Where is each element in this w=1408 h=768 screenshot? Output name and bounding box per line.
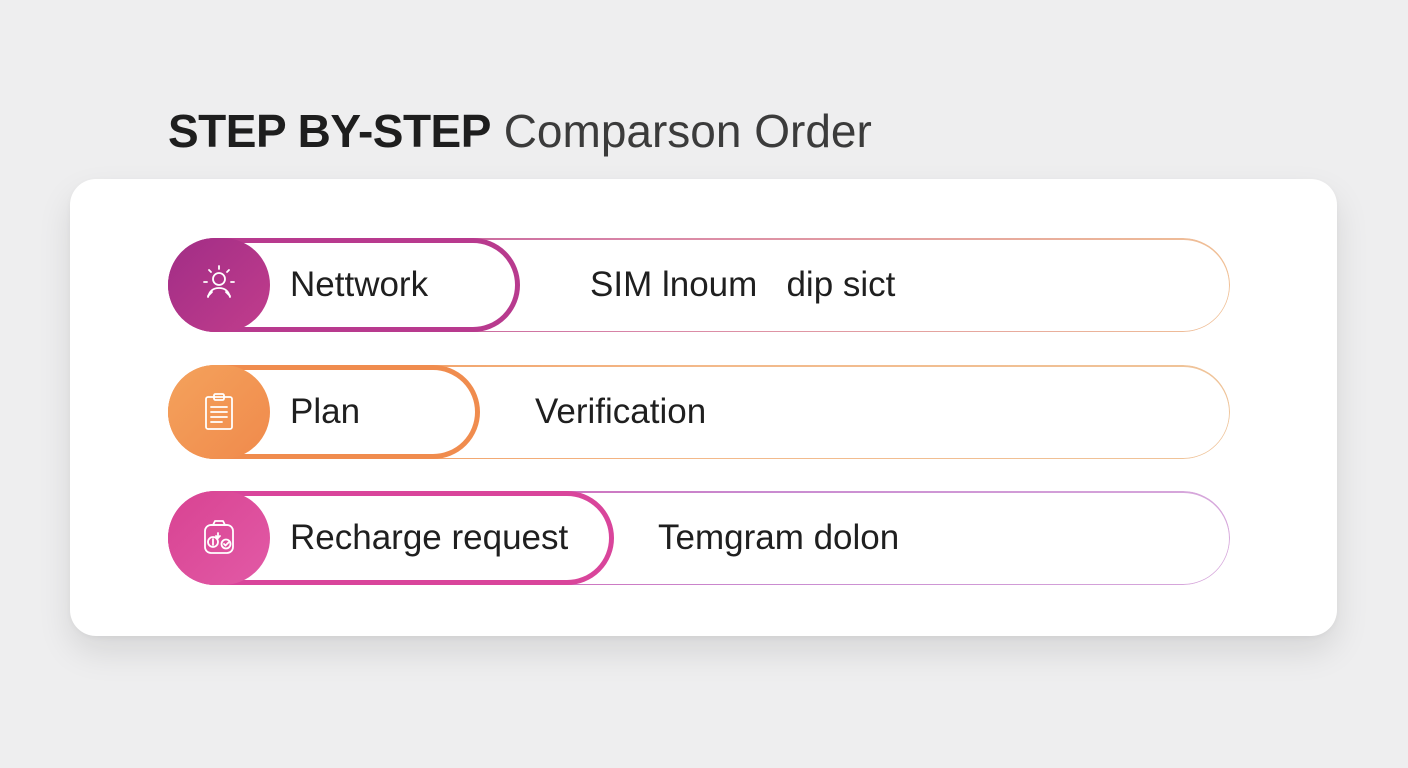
step-detail: SIM lnoum dip sict	[590, 265, 896, 304]
step-row-network: Nettwork SIM lnoum dip sict	[168, 238, 1230, 332]
step-label: Nettwork	[290, 265, 429, 304]
step-label: Plan	[290, 392, 361, 431]
step-label: Recharge request	[290, 518, 569, 557]
step-row-recharge: Recharge request Temgram dolon	[168, 491, 1230, 585]
recharge-wallet-icon	[196, 515, 242, 561]
step-icon-badge	[168, 238, 270, 332]
step-detail: Verification	[535, 392, 707, 431]
step-row-plan: Plan Verification	[168, 365, 1230, 459]
page-title-bold: STEP BY-STEP	[168, 105, 491, 157]
page-title-light: Comparson Order	[503, 105, 872, 157]
network-user-icon	[196, 262, 242, 308]
page-title: STEP BY-STEP Comparson Order	[168, 98, 872, 164]
clipboard-icon	[196, 389, 242, 435]
step-icon-badge	[168, 365, 270, 459]
step-icon-badge	[168, 491, 270, 585]
step-detail: Temgram dolon	[658, 518, 900, 557]
